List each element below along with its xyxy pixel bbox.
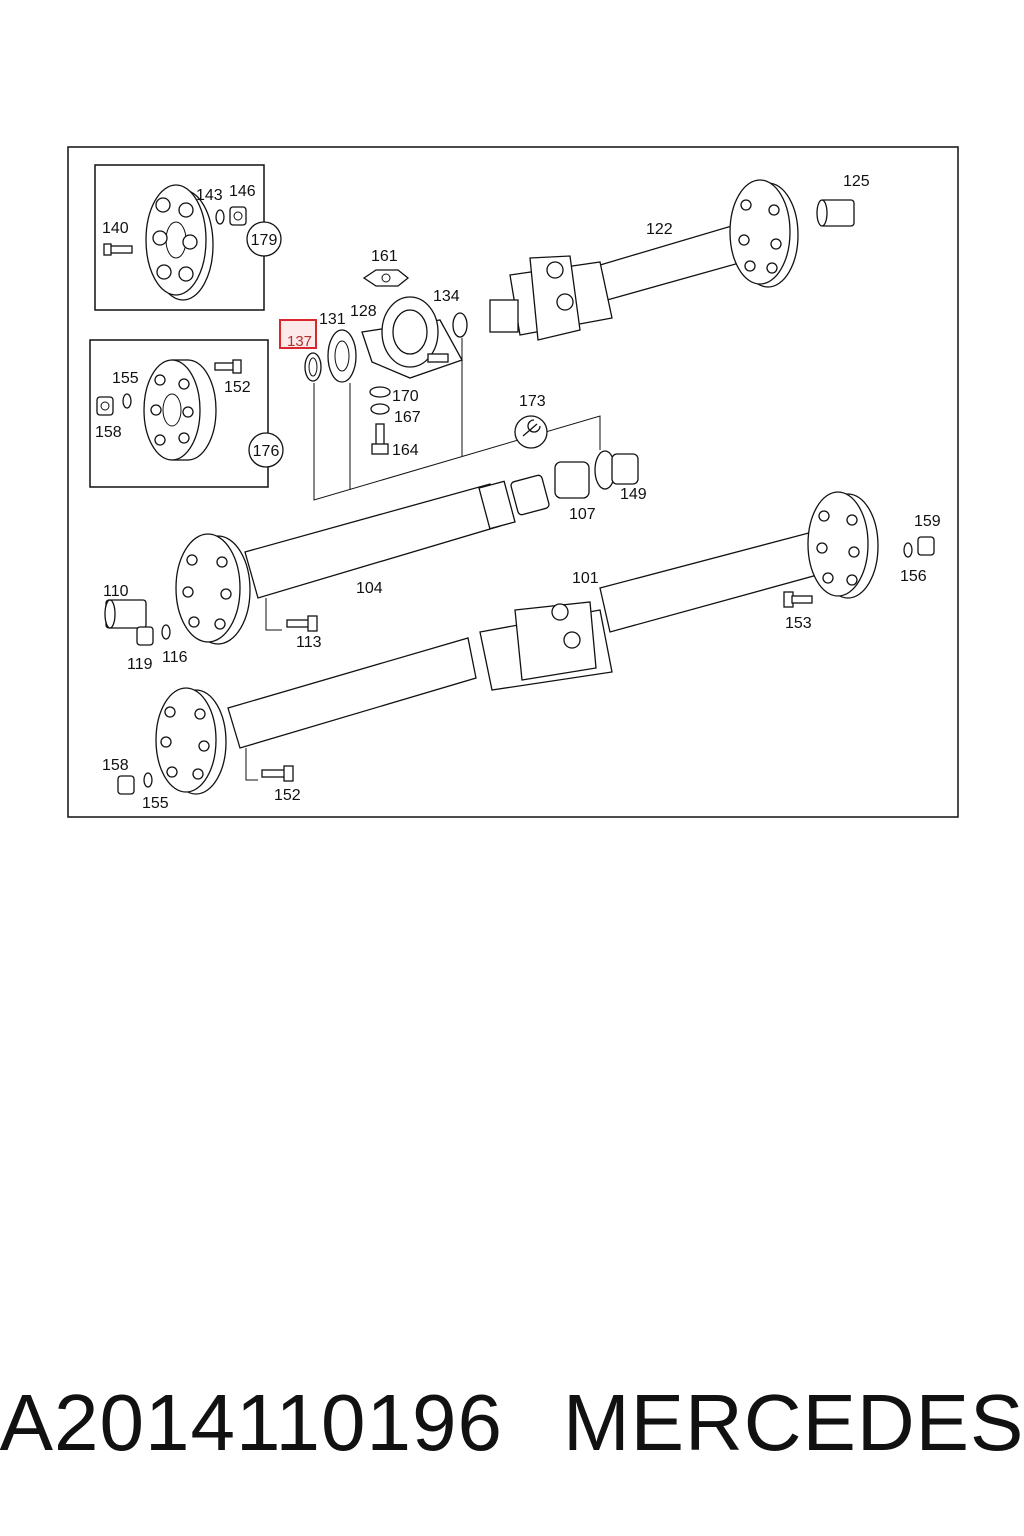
label-167: 167 [394,409,421,426]
flex-disc-122 [729,179,799,288]
bearing-131 [327,329,357,383]
part-number: A2014110196 [0,1378,503,1467]
label-158-inset: 158 [95,424,122,441]
label-146: 146 [229,183,256,200]
seal-149 [594,450,639,490]
shaft-104 [244,474,550,599]
washer-155-inset [122,393,132,409]
label-119: 119 [127,656,153,673]
label-176: 176 [253,443,280,460]
flex-disc-inset-2 [143,359,217,461]
label-122: 122 [646,221,673,238]
highlight-label-137: 137 [287,333,312,350]
bushing-125 [816,199,855,227]
highlight-box-137 [279,319,317,349]
label-116: 116 [162,649,188,666]
label-152-inset: 152 [224,379,251,396]
washer-134 [452,312,468,338]
nut-107 [554,461,590,499]
flex-disc-101-front [155,687,227,795]
flex-disc-104 [175,533,251,645]
center-bearing-housing-128 [361,296,463,379]
washer-116 [161,624,171,640]
label-158-lower: 158 [102,757,129,774]
bolt-140 [103,243,133,256]
bolt-153 [783,591,813,608]
label-156: 156 [900,568,927,585]
label-170: 170 [392,388,419,405]
flex-disc-inset-1 [145,184,214,301]
label-161: 161 [371,248,398,265]
label-104: 104 [356,580,383,597]
label-149: 149 [620,486,647,503]
label-159: 159 [914,513,941,530]
diagram-frame [67,146,959,818]
inset-box-flex-disc-176 [89,339,269,488]
label-143: 143 [196,187,223,204]
label-155-lower: 155 [142,795,169,812]
wrench-icon [514,415,548,449]
washer-156 [903,542,913,558]
washer-167 [370,403,390,415]
label-152-lower: 152 [274,787,301,804]
bolt-164 [371,423,389,455]
driveshaft-parts-diagram: 137 101 104 107 110 113 116 119 122 125 … [67,146,959,818]
label-107: 107 [569,506,596,523]
nut-159 [917,536,935,556]
label-179: 179 [251,232,278,249]
nut-158-inset [96,396,114,416]
nut-158-lower [117,775,135,795]
ring-137 [304,352,322,382]
shaft-122 [489,224,751,341]
bolt-152-inset [214,359,242,374]
leader-line-group [313,383,601,501]
label-131: 131 [319,311,346,328]
label-125: 125 [843,173,870,190]
washer-170 [369,386,391,398]
brand-name: MERCEDES [562,1378,1024,1467]
nut-119 [136,626,154,646]
shaft-101 [227,529,829,749]
label-164: 164 [392,442,419,459]
flex-disc-101-rear [807,491,879,599]
label-153: 153 [785,615,812,632]
label-155-inset: 155 [112,370,139,387]
ref-circle-179 [246,221,282,257]
label-134: 134 [433,288,460,305]
label-101: 101 [572,570,599,587]
part-caption: A2014110196 MERCEDES [0,1368,1024,1478]
bolt-113 [286,615,318,632]
ref-circle-176 [248,432,284,468]
bushing-110 [104,599,147,629]
clip-161 [362,269,410,287]
nut-146 [229,206,247,226]
label-113: 113 [296,634,322,651]
label-110: 110 [103,583,129,600]
label-173: 173 [519,393,546,410]
label-140: 140 [102,220,129,237]
bolt-152-lower [261,765,294,782]
washer-155-lower [143,772,153,788]
label-128: 128 [350,303,377,320]
washer-143 [215,209,225,225]
